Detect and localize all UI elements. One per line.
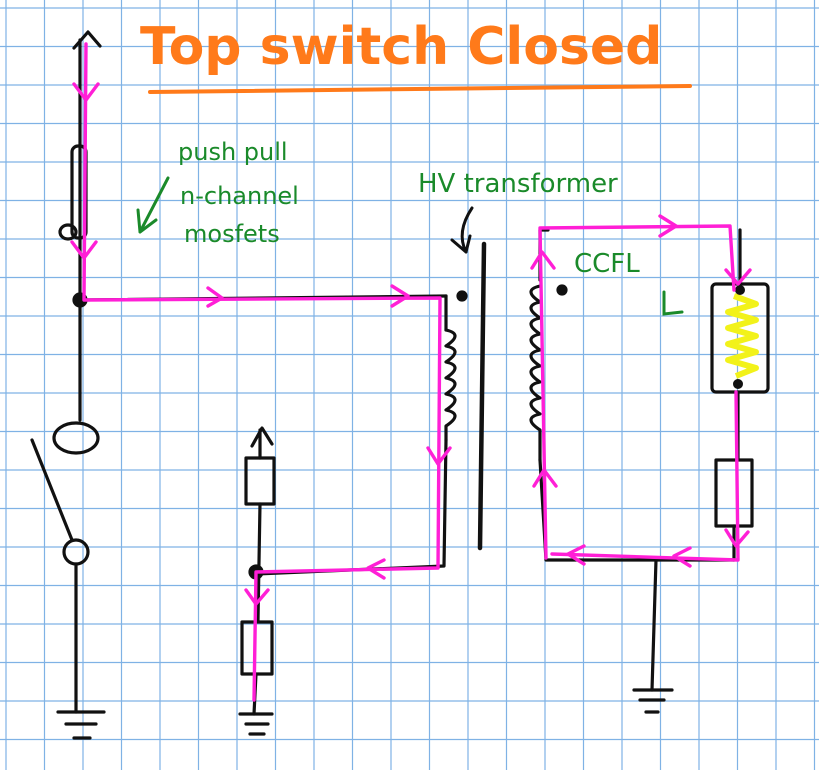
middle-resistor-bottom [240, 620, 274, 676]
current-arrow-down-5 [724, 268, 752, 286]
current-arrow-down-2 [70, 240, 98, 260]
current-arrow-down-6 [724, 528, 750, 548]
open-switch-pivot [62, 538, 90, 566]
current-arrow-down-4 [244, 588, 270, 606]
current-arrow-right-2 [390, 284, 410, 308]
open-switch-blade [30, 438, 74, 542]
secondary-lead-bottom [538, 458, 736, 562]
lamp-pointer-arrow [662, 290, 684, 316]
current-arrows [70, 82, 752, 606]
current-arrow-left-2 [672, 546, 692, 568]
current-arrow-down-1 [72, 82, 100, 102]
lamp-glow [725, 293, 759, 379]
mosfet-label-line1: push pull [178, 138, 288, 166]
ground-middle [238, 712, 274, 736]
ground-right [632, 688, 674, 714]
primary-dot [456, 290, 468, 302]
mosfet-label-line3: mosfets [184, 220, 280, 248]
primary-lead-bottom [254, 438, 448, 576]
title-underline [148, 84, 692, 94]
mosfet-annotation: push pull n-channel mosfets [178, 138, 299, 248]
transformer-core [477, 241, 487, 551]
current-path-secondary [538, 224, 740, 562]
ground-left [56, 710, 106, 740]
lamp-label: CCFL [574, 249, 640, 279]
current-arrow-left-1 [366, 558, 386, 580]
secondary-coil [529, 284, 542, 462]
current-arrow-up-2 [532, 468, 558, 488]
upper-mosfet-terminal [58, 223, 78, 241]
lamp-electrode-bottom [733, 379, 743, 389]
secondary-ground-wire [650, 558, 658, 692]
current-arrow-right-3 [658, 214, 678, 238]
transformer-label: HV transformer [418, 169, 618, 199]
current-arrow-right-1 [206, 286, 224, 308]
title: Top switch Closed [140, 17, 662, 77]
circuit-wiring [30, 30, 770, 740]
mosfet-label-line2: n-channel [180, 182, 299, 210]
middle-resistor-top [244, 456, 276, 506]
left-mosfet-oval [52, 421, 100, 455]
middle-supply-arrow [250, 426, 274, 448]
current-arrow-down-3 [426, 446, 452, 466]
current-arrow-up-1 [530, 250, 556, 270]
current-arrow-left-3 [566, 544, 586, 566]
mosfet-pointer-arrow [136, 176, 170, 234]
secondary-dot [556, 284, 568, 296]
lamp-electrode-top [735, 285, 745, 295]
transformer-pointer-arrow [450, 206, 474, 254]
primary-coil [444, 328, 457, 442]
